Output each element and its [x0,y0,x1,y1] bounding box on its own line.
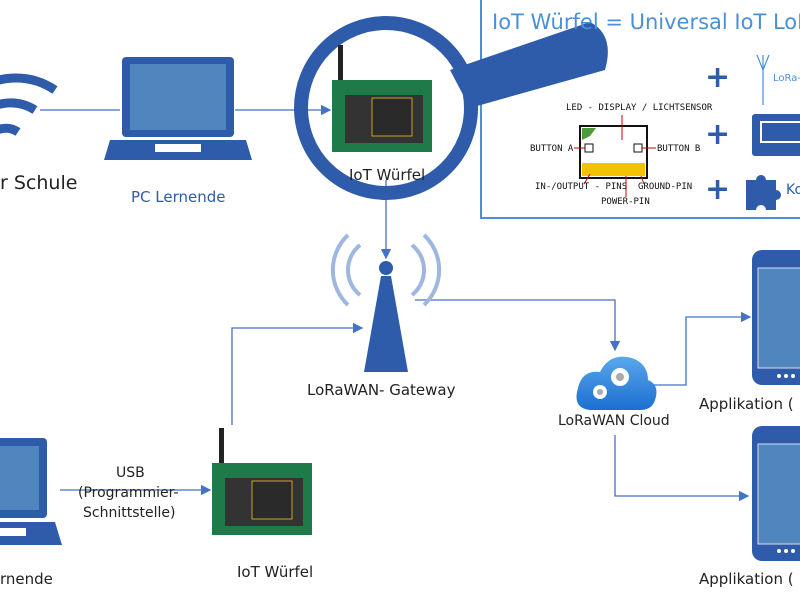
display-icon [752,114,800,156]
cloud-gears-icon [576,356,657,410]
app-bottom-label: Applikation ( [699,570,794,588]
laptop-icon [104,57,252,160]
plus-icon: + [705,117,731,152]
plus-icon: + [705,60,731,95]
smartphone-icon [752,426,800,561]
cube-gateway-line-2 [231,322,364,425]
lora-label: LoRa- [773,73,800,84]
io-pins-label: IN-/OUTPUT - PINS [535,182,628,192]
iot-cube-icon [332,45,432,152]
usb-label-2: (Programmier- [78,485,179,501]
cube-bottom-label: IoT Würfel [237,563,314,581]
cloud-app-line-2 [614,435,750,502]
magnifier-icon [294,16,608,200]
panel-title: IoT Würfel = Universal IoT LoR [492,10,800,34]
button-a-label: BUTTON A [530,144,574,154]
button-b-label: BUTTON B [657,144,701,154]
ground-pin-label: GROUND-PIN [638,182,693,192]
gateway-cloud-line [415,299,621,352]
component-label: Ko [786,182,800,198]
puzzle-icon [746,175,781,210]
led-label: LED - DISPLAY / LICHTSENSOR [566,103,713,113]
power-pin-label: POWER-PIN [601,197,650,207]
microbit-icon [574,115,656,197]
wifi-label: r Schule [0,172,78,194]
gateway-antenna-icon [330,233,442,372]
pc-top-label: PC Lernende [131,188,226,206]
pc-bottom-label: rnende [0,570,53,588]
cube-top-label: IoT Würfel [349,166,426,184]
usb-label-1: USB [116,465,145,481]
plus-icon: + [705,172,731,207]
antenna-icon [756,54,770,105]
app-top-label: Applikation ( [699,395,794,413]
cloud-app-line-1 [652,311,752,386]
smartphone-icon [752,250,800,385]
laptop-icon [0,438,62,545]
usb-label-3: Schnittstelle) [83,505,176,521]
gateway-label: LoRaWAN- Gateway [307,381,456,399]
iot-cube-icon [212,428,312,535]
wifi-icon [0,73,58,136]
cloud-label: LoRaWAN Cloud [558,413,670,429]
